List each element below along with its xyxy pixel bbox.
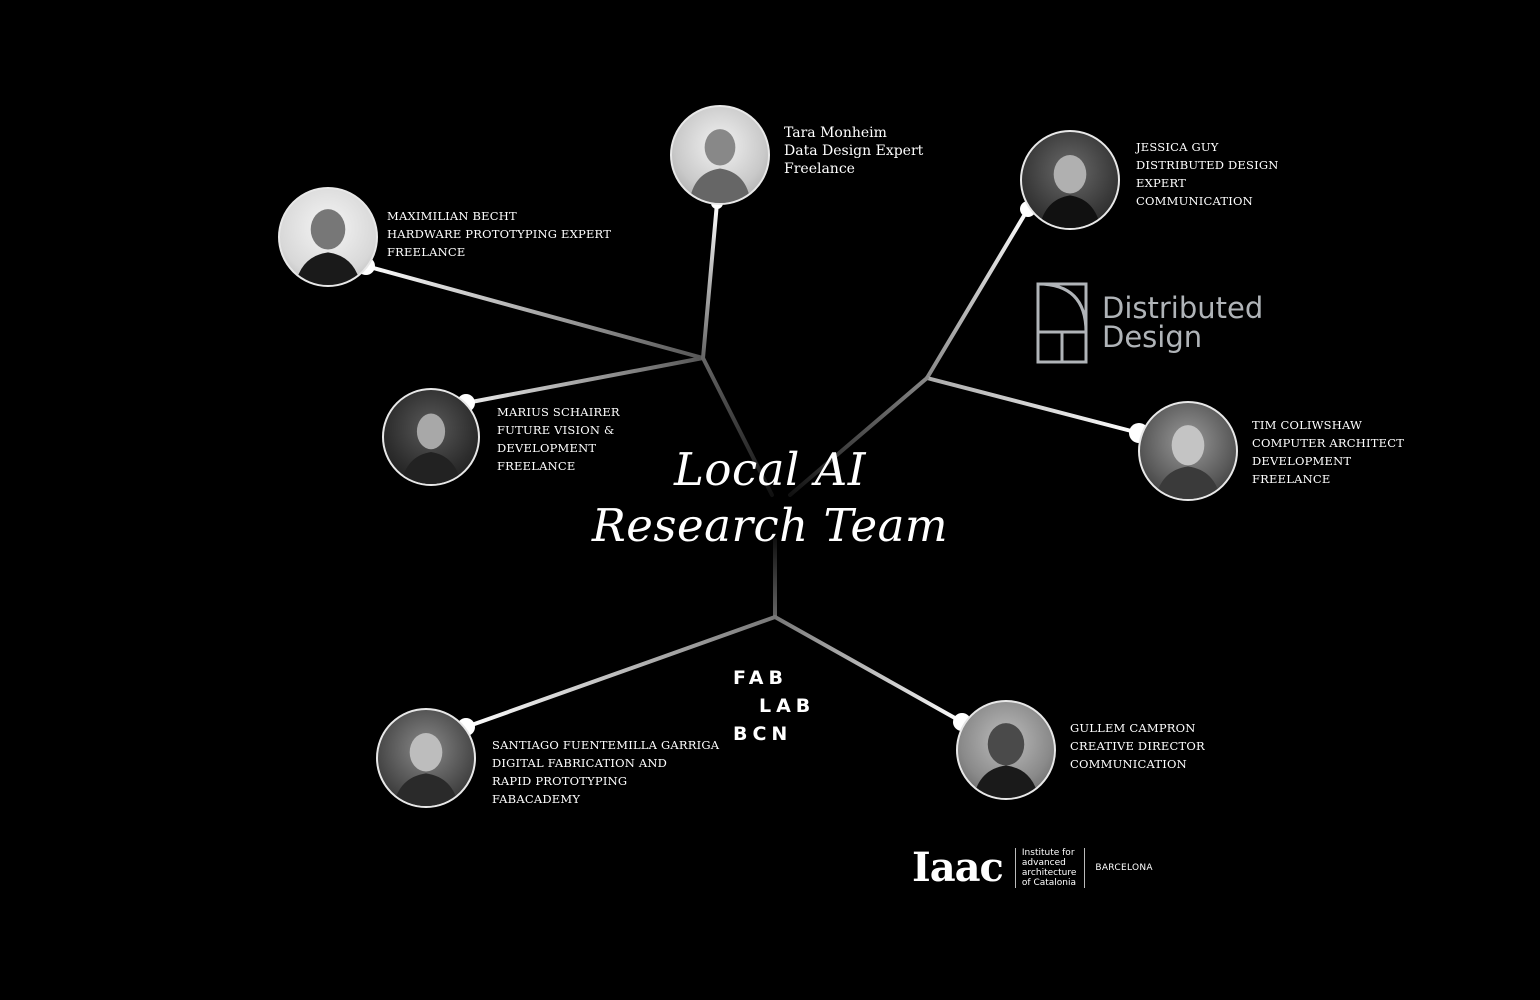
member-role: HARDWARE PROTOTYPING EXPERT [387,227,612,241]
member-label-tara: Tara Monheim Data Design Expert Freelanc… [784,124,923,178]
portrait-icon [1039,155,1101,228]
avatar-marius [382,388,480,486]
member-role: CREATIVE DIRECTOR [1070,739,1205,753]
avatar-jessica [1020,130,1120,230]
member-affiliation: FABACADEMY [492,792,581,806]
iaac-logo: Iaac Institute for advanced architecture… [912,846,1153,890]
member-label-marius: MARIUS SCHAIRER FUTURE VISION & DEVELOPM… [497,403,620,475]
member-name: SANTIAGO FUENTEMILLA GARRIGA [492,738,720,752]
distributed-design-mark-icon [1036,282,1088,364]
branch-tim [925,376,1141,435]
iaac-institute-name: Institute for advanced architecture of C… [1021,848,1077,888]
trunk-left [701,356,774,497]
member-affiliation: COMMUNICATION [1136,194,1253,208]
member-role: DEVELOPMENT [1252,454,1352,468]
member-affiliation: Freelance [784,161,855,177]
avatar-tim [1138,401,1238,501]
portrait-icon [689,129,751,203]
diagram-title: Local AI Research Team [540,442,1000,554]
member-name: MARIUS SCHAIRER [497,405,620,419]
logo-divider [1084,848,1086,888]
member-name: JESSICA GUY [1136,140,1219,154]
member-label-maximilian: MAXIMILIAN BECHT HARDWARE PROTOTYPING EX… [387,207,611,261]
distributed-design-logo: Distributed Design [1036,282,1263,364]
member-label-gullem: GULLEM CAMPRON CREATIVE DIRECTOR COMMUNI… [1070,719,1205,773]
branch-gullem [773,615,964,724]
title-line-2: Research Team [591,499,949,552]
branch-jessica [925,207,1030,380]
member-role: RAPID PROTOTYPING [492,774,628,788]
member-affiliation: FREELANCE [387,245,466,259]
portrait-icon [295,209,361,285]
member-affiliation: FREELANCE [497,459,576,473]
portrait-icon [1155,425,1221,499]
iaac-mark: Iaac [912,844,1004,891]
member-name: Tara Monheim [784,125,887,141]
branch-maximilian [364,264,705,360]
title-line-1: Local AI [674,443,866,496]
member-label-santiago: SANTIAGO FUENTEMILLA GARRIGA DIGITAL FAB… [492,736,719,808]
member-name: MAXIMILIAN BECHT [387,209,517,223]
avatar-santiago [376,708,476,808]
member-name: TIM COLIWSHAW [1252,418,1363,432]
member-role: Data Design Expert [784,143,924,159]
avatar-gullem [956,700,1056,800]
member-role: DISTRIBUTED DESIGN [1136,158,1279,172]
avatar-tara [670,105,770,205]
fablab-bcn-logo: FAB LAB BCN [733,667,816,745]
member-role: DEVELOPMENT [497,441,597,455]
distributed-design-wordmark: Distributed Design [1102,291,1264,354]
member-role: DIGITAL FABRICATION AND [492,756,668,770]
branch-santiago [464,615,777,729]
portrait-icon [393,733,459,806]
member-name: GULLEM CAMPRON [1070,721,1196,735]
trunk-right [788,376,929,497]
branch-tara [701,201,719,360]
iaac-city: BARCELONA [1095,863,1153,873]
member-affiliation: FREELANCE [1252,472,1331,486]
portrait-icon [973,723,1039,798]
member-affiliation: COMMUNICATION [1070,757,1187,771]
portrait-icon [400,413,462,484]
branch-marius [464,356,705,405]
member-role: EXPERT [1136,176,1187,190]
member-label-jessica: JESSICA GUY DISTRIBUTED DESIGN EXPERT CO… [1136,138,1278,210]
member-label-tim: TIM COLIWSHAW COMPUTER ARCHITECT DEVELOP… [1252,416,1404,488]
member-role: FUTURE VISION & [497,423,615,437]
logo-divider [1014,848,1016,888]
member-role: COMPUTER ARCHITECT [1252,436,1405,450]
avatar-maximilian [278,187,378,287]
